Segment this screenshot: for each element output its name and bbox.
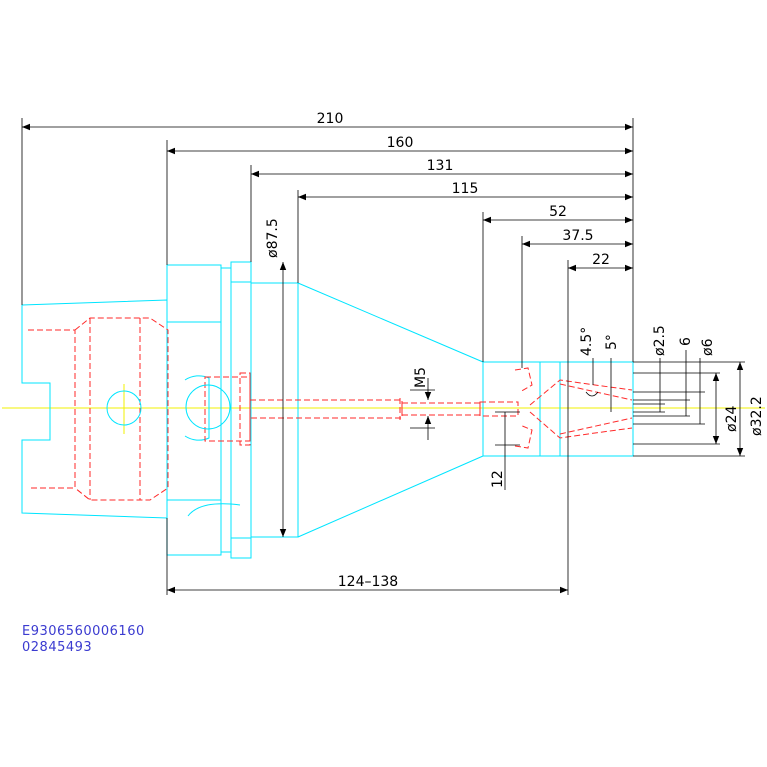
dim-52: 52 [549, 204, 567, 220]
m5-dimension [410, 378, 435, 440]
extension-lines [21, 118, 634, 595]
dim-115: 115 [452, 181, 479, 197]
dim-dia-32-2: ø32.2 [749, 396, 765, 436]
angle-lines [585, 358, 612, 412]
dim-dia-87-5: ø87.5 [265, 218, 281, 258]
tool-holder-body [21, 261, 634, 559]
dim-dia-2-5: ø2.5 [652, 325, 668, 356]
angle-4-5: 4.5° [579, 327, 595, 356]
dim-range: 124–138 [338, 574, 398, 590]
dim-160: 160 [387, 135, 414, 151]
datum-circle [106, 390, 142, 426]
dim-37-5: 37.5 [562, 228, 593, 244]
part-code: E9306560006160 [22, 624, 145, 639]
small-dimension-leaders [659, 350, 701, 424]
dim-22: 22 [592, 252, 610, 268]
hidden-features [28, 317, 633, 501]
dim-dia-24: ø24 [724, 406, 740, 432]
serial-number: 02845493 [22, 640, 93, 655]
dim-12: 12 [490, 470, 506, 488]
angle-5: 5° [604, 334, 620, 350]
right-dimension-lines [712, 362, 744, 456]
dim-131: 131 [427, 158, 454, 174]
pull-stud-arc [185, 384, 231, 430]
dimension-lines [22, 123, 633, 594]
dim-dia-6: ø6 [700, 338, 716, 356]
right-extension-lines [633, 361, 745, 457]
dim-210: 210 [317, 111, 344, 127]
dim-12-lines [495, 411, 520, 490]
dim-m5: M5 [413, 367, 429, 388]
dim-6: 6 [678, 337, 694, 346]
